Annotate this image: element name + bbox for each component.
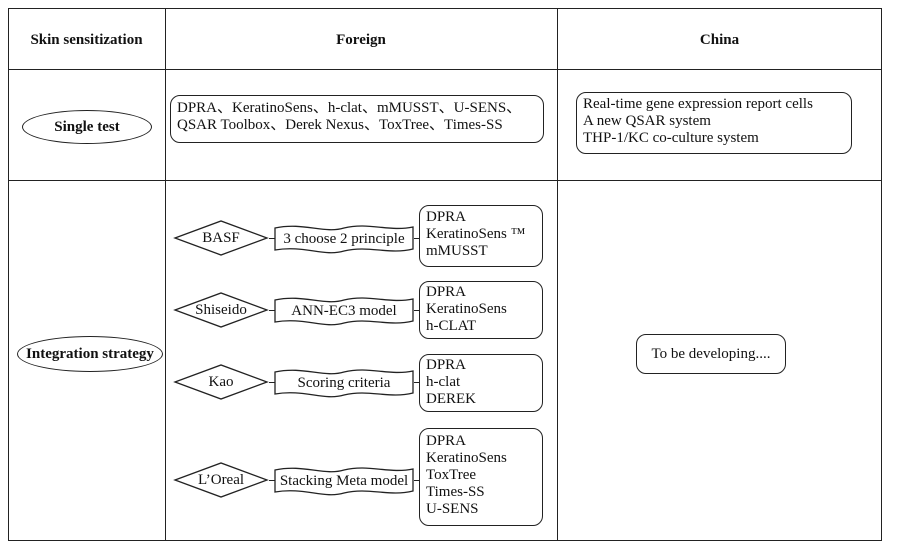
row-divider (8, 180, 882, 181)
single-test-label: Single test (54, 118, 120, 135)
company-label: Kao (208, 373, 234, 390)
connector (269, 382, 275, 383)
single-test-foreign-box: DPRA、KeratinoSens、h-clat、mMUSST、U-SENS、 … (170, 95, 544, 143)
test-item: DPRA (426, 209, 467, 225)
connector (414, 238, 420, 239)
test-item: KeratinoSens (426, 450, 507, 466)
test-item: U-SENS (426, 501, 479, 517)
connector (269, 238, 275, 239)
header-divider (8, 69, 882, 70)
method-label: Scoring criteria (297, 374, 391, 391)
col-divider-2 (557, 8, 558, 541)
header-foreign: Foreign (336, 32, 386, 48)
test-item: Times-SS (426, 484, 485, 500)
col-divider-1 (165, 8, 166, 541)
connector (269, 310, 275, 311)
test-item: KeratinoSens ™ (426, 226, 526, 242)
header-skin-sensitization: Skin sensitization (30, 32, 143, 48)
table-frame (8, 8, 882, 541)
method-banner-loreal: Stacking Meta model (274, 466, 414, 496)
connector (414, 480, 420, 481)
method-banner-basf: 3 choose 2 principle (274, 224, 414, 254)
test-item: DPRA (426, 357, 467, 373)
company-diamond-basf: BASF (173, 220, 269, 256)
company-label: Shiseido (195, 301, 247, 318)
single-test-china-line: THP-1/KC co-culture system (583, 130, 759, 146)
company-label: L’Oreal (197, 471, 245, 488)
single-test-china-box: Real-time gene expression report cells A… (576, 92, 852, 154)
tests-box-shiseido: DPRA KeratinoSens h-CLAT (419, 281, 543, 339)
single-test-china-line: A new QSAR system (583, 113, 711, 129)
method-banner-kao: Scoring criteria (274, 368, 414, 398)
method-label: Stacking Meta model (279, 472, 409, 489)
test-item: h-clat (426, 374, 461, 390)
tests-box-kao: DPRA h-clat DEREK (419, 354, 543, 412)
single-test-foreign-line: DPRA、KeratinoSens、h-clat、mMUSST、U-SENS、 (177, 100, 522, 116)
test-item: ToxTree (426, 467, 477, 483)
company-diamond-shiseido: Shiseido (173, 292, 269, 328)
header-china: China (699, 32, 740, 48)
company-label: BASF (202, 229, 240, 246)
test-item: KeratinoSens (426, 301, 507, 317)
tests-box-loreal: DPRA KeratinoSens ToxTree Times-SS U-SEN… (419, 428, 543, 526)
integration-strategy-ellipse: Integration strategy (17, 336, 163, 372)
test-item: DPRA (426, 433, 467, 449)
connector (269, 480, 275, 481)
single-test-china-line: Real-time gene expression report cells (583, 96, 813, 112)
test-item: mMUSST (426, 243, 488, 259)
china-to-be-developing-box: To be developing.... (636, 334, 786, 374)
china-to-be-developing-text: To be developing.... (651, 345, 771, 362)
method-banner-shiseido: ANN-EC3 model (274, 296, 414, 326)
single-test-foreign-line: QSAR Toolbox、Derek Nexus、ToxTree、Times-S… (177, 117, 503, 133)
connector (414, 310, 420, 311)
single-test-ellipse: Single test (22, 110, 152, 144)
tests-box-basf: DPRA KeratinoSens ™ mMUSST (419, 205, 543, 267)
test-item: h-CLAT (426, 318, 476, 334)
test-item: DEREK (426, 391, 476, 407)
method-label: 3 choose 2 principle (283, 230, 405, 247)
company-diamond-loreal: L’Oreal (173, 462, 269, 498)
company-diamond-kao: Kao (173, 364, 269, 400)
method-label: ANN-EC3 model (291, 302, 397, 319)
connector (414, 382, 420, 383)
test-item: DPRA (426, 284, 467, 300)
integration-strategy-label: Integration strategy (26, 345, 154, 362)
